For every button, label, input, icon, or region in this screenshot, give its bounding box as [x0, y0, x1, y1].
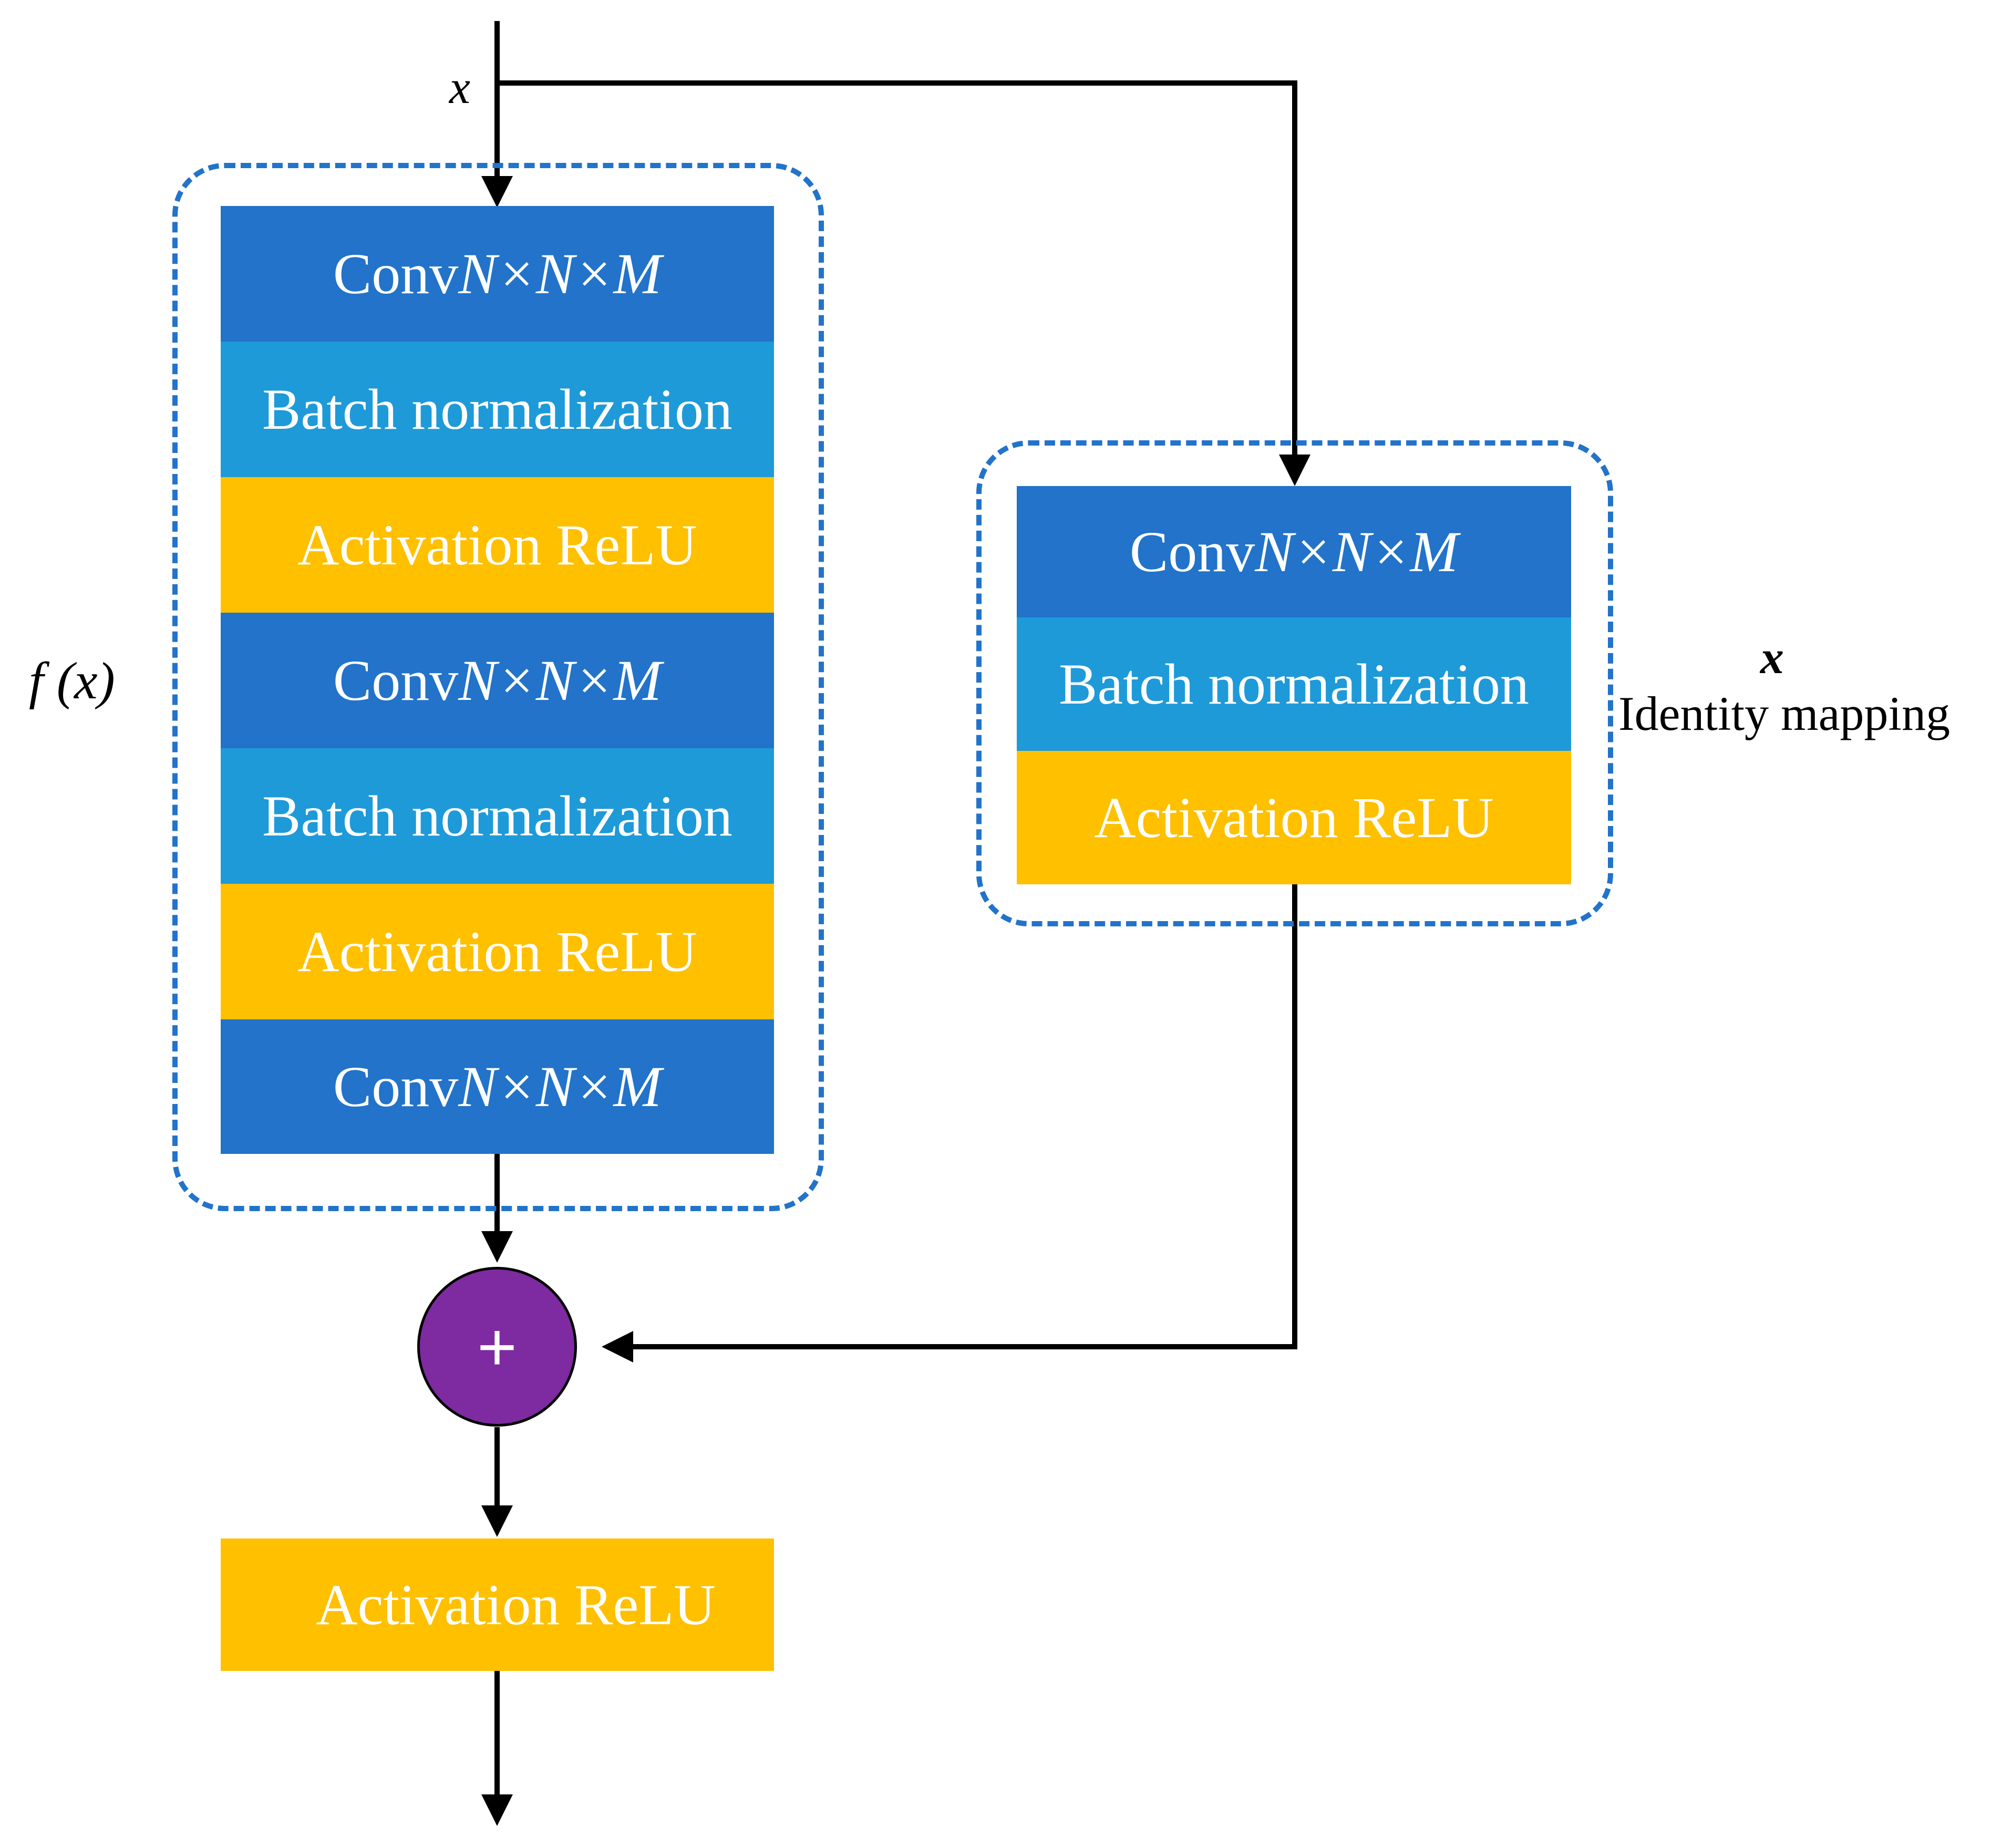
batchnorm-label: Batch normalization: [262, 783, 732, 848]
residual-relu-2: Activation ReLU: [221, 884, 774, 1019]
conv-formula: N×N×M: [458, 648, 662, 713]
conv-formula: N×N×M: [1255, 519, 1459, 584]
shortcut-branch-group: [976, 440, 1613, 926]
relu-label: Activation ReLU: [316, 1572, 716, 1637]
identity-var-label: x: [1760, 632, 1784, 684]
relu-label: Activation ReLU: [297, 919, 697, 984]
conv-prefix: Conv: [333, 648, 459, 713]
conv-prefix: Conv: [1129, 519, 1255, 584]
output-relu: Activation ReLU: [221, 1539, 774, 1671]
relu-label: Activation ReLU: [297, 512, 697, 577]
input-label: x: [449, 61, 470, 113]
shortcut-batchnorm: Batch normalization: [1017, 617, 1571, 751]
relu-label: Activation ReLU: [1094, 785, 1494, 850]
residual-batchnorm-2: Batch normalization: [221, 748, 774, 884]
conv-prefix: Conv: [333, 241, 459, 306]
residual-branch-group: [172, 163, 824, 1211]
identity-mapping-label: Identity mapping: [1618, 687, 1950, 740]
batchnorm-label: Batch normalization: [1059, 652, 1529, 716]
batchnorm-label: Batch normalization: [262, 377, 732, 441]
shortcut-relu: Activation ReLU: [1017, 751, 1571, 884]
shortcut-branch-arrow: [497, 80, 1310, 486]
conv-formula: N×N×M: [458, 241, 662, 306]
sum-node: +: [417, 1267, 577, 1427]
conv-formula: N×N×M: [458, 1054, 662, 1119]
residual-function-label: f (x): [29, 652, 115, 710]
shortcut-to-sum-arrow: [602, 884, 1297, 1362]
residual-batchnorm-1: Batch normalization: [221, 342, 774, 477]
conv-prefix: Conv: [333, 1054, 459, 1119]
residual-relu-1: Activation ReLU: [221, 477, 774, 613]
plus-symbol: +: [477, 1308, 517, 1385]
